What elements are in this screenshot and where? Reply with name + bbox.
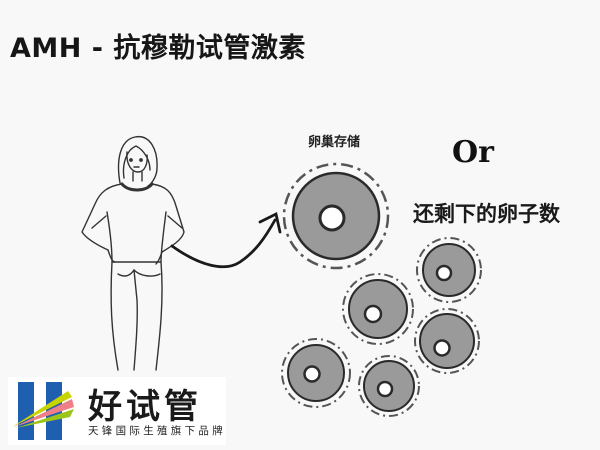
large-follicle-icon: [282, 162, 390, 270]
small-follicle-icon: [342, 273, 414, 345]
brand-logo: 好试管 天锋国际生殖旗下品牌: [8, 377, 226, 445]
logo-mark-icon: [12, 382, 74, 440]
page-title: AMH - 抗穆勒试管激素: [10, 33, 306, 64]
curved-arrow-icon: [170, 211, 282, 269]
ovarian-reserve-label: 卵巢存储: [308, 135, 361, 150]
brand-name: 好试管: [88, 387, 202, 427]
brand-tagline: 天锋国际生殖旗下品牌: [88, 425, 226, 437]
small-follicle-icon: [414, 308, 480, 374]
remaining-eggs-label: 还剩下的卵子数: [413, 202, 560, 226]
or-label: Or: [452, 135, 494, 170]
woman-figure-icon: [81, 136, 185, 371]
small-follicle-icon: [281, 338, 351, 408]
small-follicle-icon: [358, 355, 420, 417]
small-follicle-icon: [416, 237, 482, 303]
